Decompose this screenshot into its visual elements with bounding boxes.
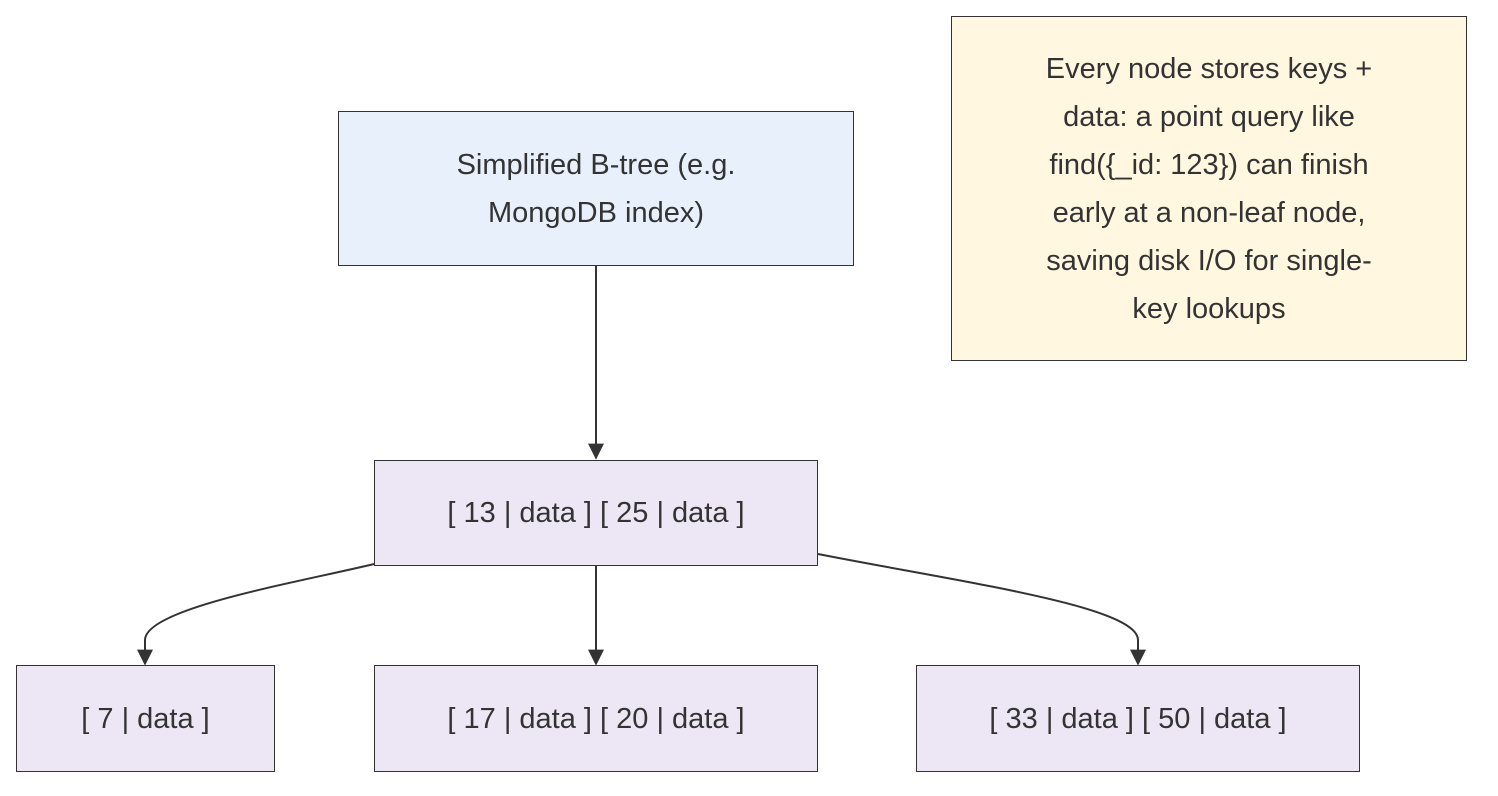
note-line: saving disk I/O for single- — [1046, 244, 1372, 277]
note-line: key lookups — [1132, 292, 1286, 325]
edge-root-to-leaf-33-50 — [817, 553, 1146, 666]
leaf-node-33-50: [ 33 | data ] [ 50 | data ] — [916, 665, 1360, 772]
title-line: MongoDB index) — [487, 196, 704, 229]
leaf-node-label: [ 17 | data ] [ 20 | data ] — [447, 702, 745, 735]
note-node-text: Every node stores keys + data: a point q… — [1046, 45, 1372, 333]
leaf-node-7: [ 7 | data ] — [16, 665, 275, 772]
leaf-node-17-20: [ 17 | data ] [ 20 | data ] — [374, 665, 818, 772]
note-line: early at a non-leaf node, — [1052, 196, 1366, 229]
title-node-text: Simplified B-tree (e.g. MongoDB index) — [457, 141, 736, 237]
edge-root-to-leaf-7 — [137, 563, 375, 666]
title-line: Simplified B-tree (e.g. — [456, 148, 736, 181]
note-line: data: a point query like — [1063, 100, 1355, 133]
note-node: Every node stores keys + data: a point q… — [951, 16, 1467, 361]
note-line: find({_id: 123}) can finish — [1049, 148, 1369, 181]
leaf-node-label: [ 33 | data ] [ 50 | data ] — [989, 702, 1287, 735]
root-node-label: [ 13 | data ] [ 25 | data ] — [447, 497, 745, 529]
note-line: Every node stores keys + — [1045, 52, 1373, 85]
leaf-node-label: [ 7 | data ] — [81, 702, 210, 735]
root-node: [ 13 | data ] [ 25 | data ] — [374, 460, 818, 566]
title-node: Simplified B-tree (e.g. MongoDB index) — [338, 111, 854, 266]
